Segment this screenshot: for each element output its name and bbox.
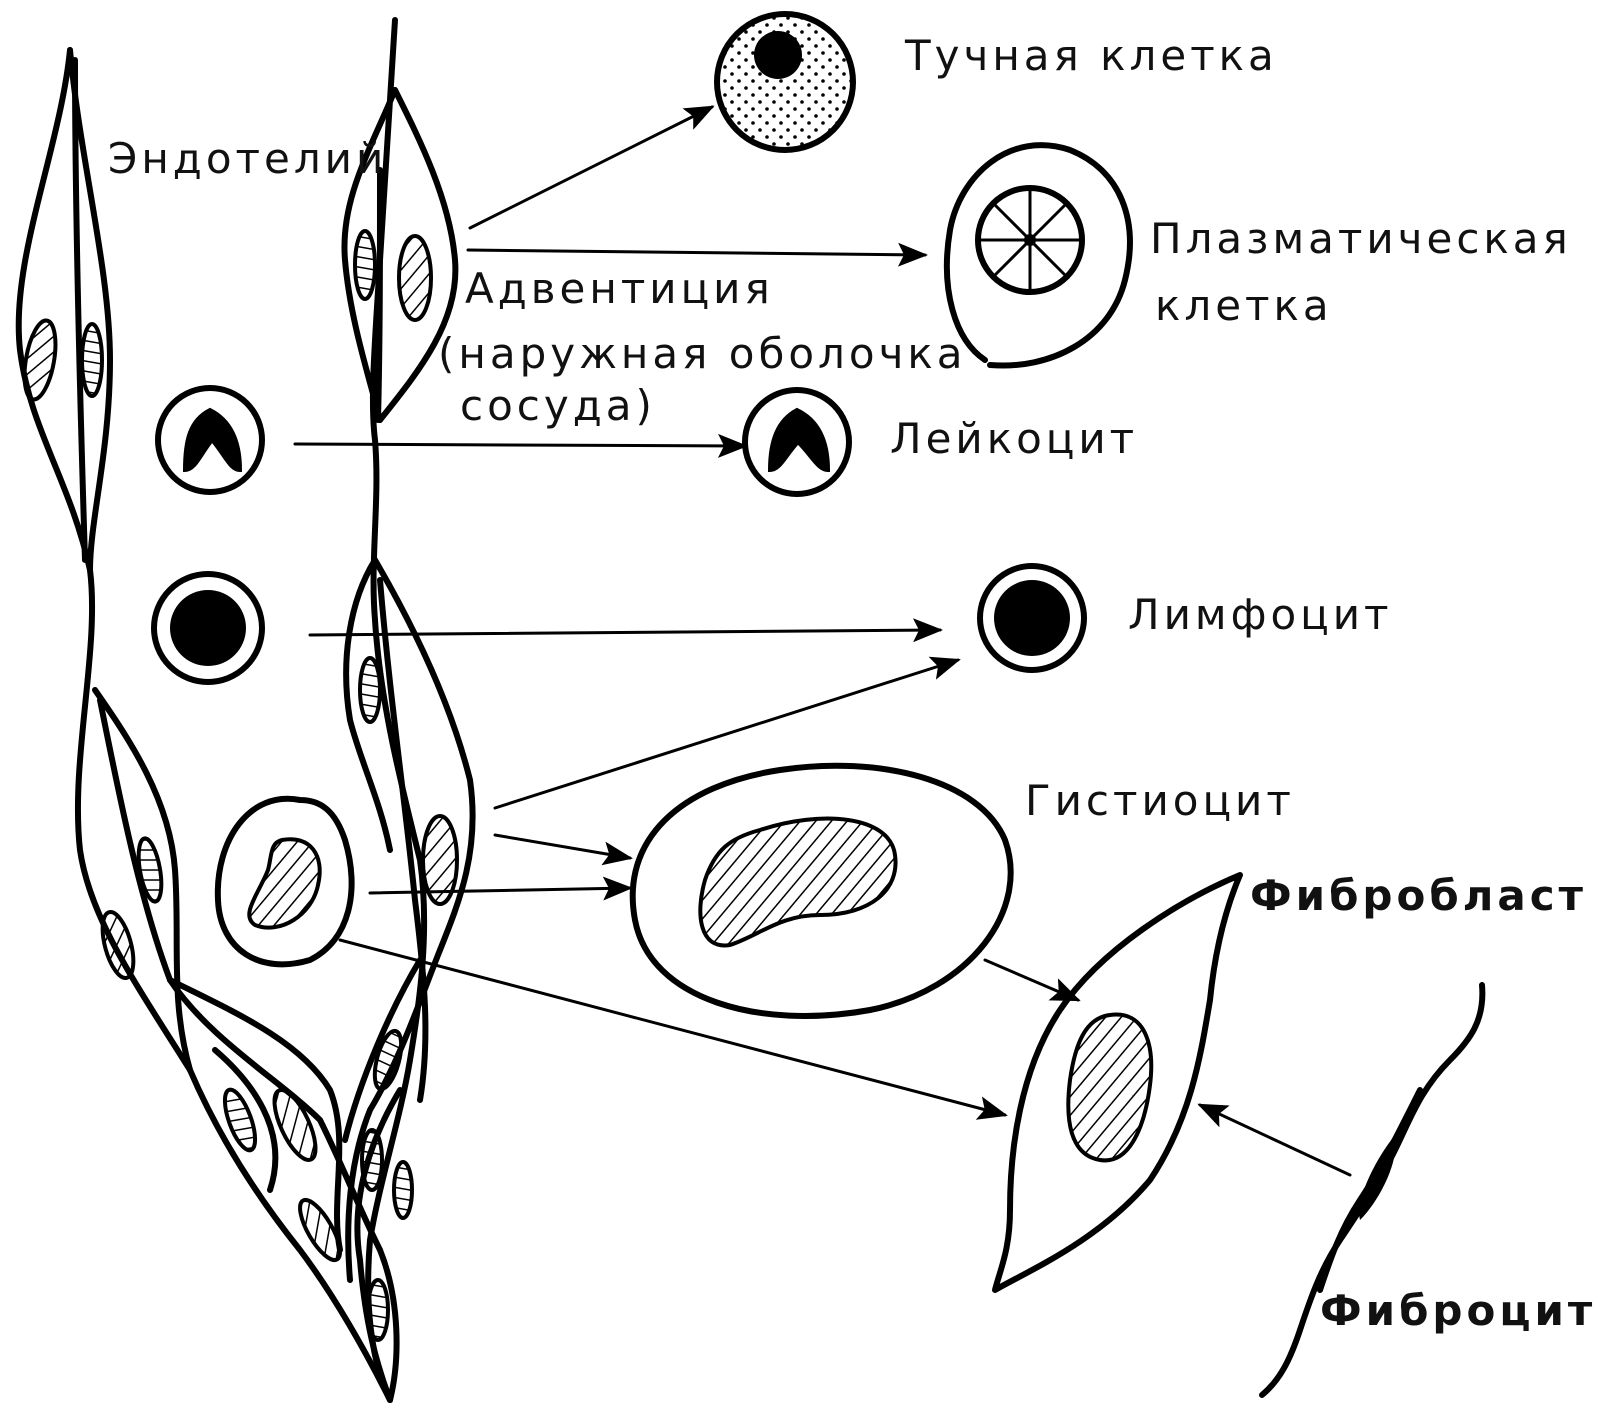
label-lymphocyte: Лимфоцит [1128, 590, 1393, 639]
label-adventitia-line1: Адвентиция [465, 264, 774, 313]
mast-cell [714, 11, 856, 153]
leukocyte-target [742, 387, 852, 497]
label-mast-cell: Тучная клетка [905, 31, 1278, 80]
fibrocyte-cell [1259, 982, 1486, 1398]
histiocyte-source [214, 795, 355, 968]
label-leukocyte: Лейкоцит [890, 414, 1139, 463]
fibroblast-cell [992, 872, 1243, 1293]
vessel-left-wall [15, 47, 400, 1403]
label-histiocyte: Гистиоцит [1025, 776, 1295, 825]
label-adventitia-line2: (наружная оболочка [438, 329, 967, 378]
label-fibroblast: Фибробласт [1250, 871, 1587, 920]
label-adventitia-line3: сосуда) [460, 381, 656, 430]
plasma-cell [943, 142, 1133, 369]
leukocyte-source [155, 385, 265, 495]
arrows [293, 105, 1352, 1177]
lymphocyte-source [151, 571, 265, 685]
label-plasma-cell-line2: клетка [1155, 281, 1333, 330]
histiocyte-target [629, 762, 1014, 1019]
vessel-nuclei [22, 229, 459, 1342]
vessel-right-wall [341, 17, 476, 1403]
lymphocyte-target [977, 563, 1087, 673]
label-fibrocyte: Фиброцит [1320, 1286, 1597, 1335]
label-endothelium: Эндотелий [108, 134, 388, 183]
label-plasma-cell-line1: Плазматическая [1150, 214, 1572, 263]
